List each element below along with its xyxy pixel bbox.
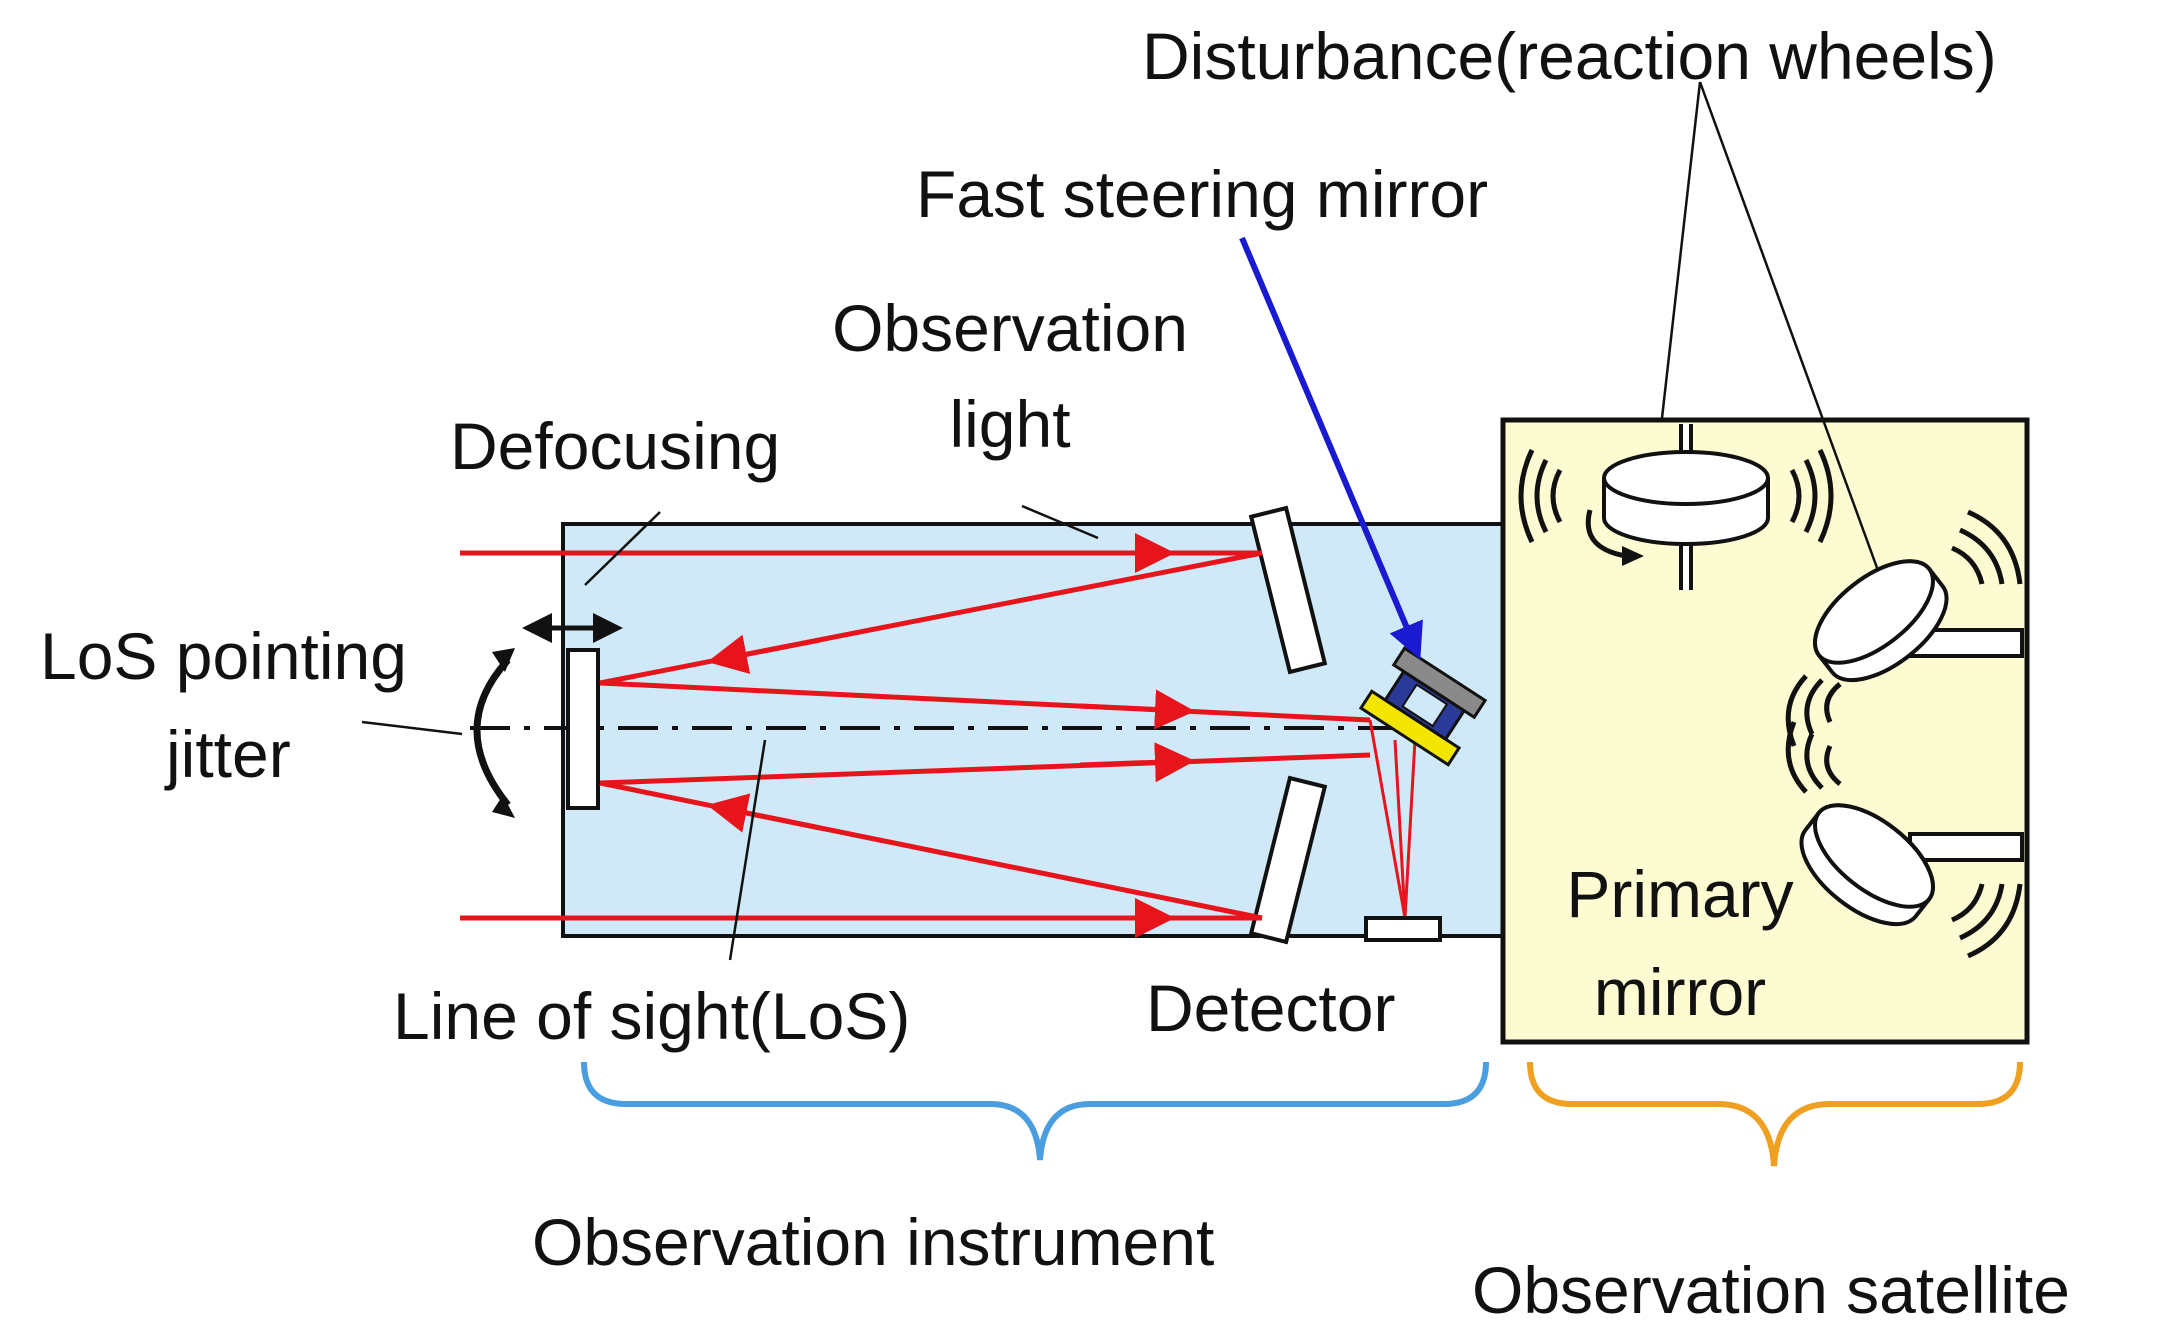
- label-observation-light-2: light: [949, 387, 1071, 461]
- label-primary-mirror-1: Primary: [1566, 857, 1794, 931]
- reaction-wheel-icon: [1585, 424, 1770, 590]
- reaction-wheel-icon: [1813, 559, 2024, 683]
- label-line-of-sight: Line of sight(LoS): [393, 979, 911, 1053]
- secondary-mirror: [566, 648, 600, 810]
- detector: [1364, 916, 1442, 942]
- satellite-brace: [1527, 1061, 2023, 1167]
- label-observation-satellite: Observation satellite: [1472, 1253, 2070, 1327]
- fsm-pointer-arrow: [1239, 236, 1423, 660]
- label-los-pointing-2: jitter: [166, 717, 291, 791]
- label-fast-steering-mirror: Fast steering mirror: [916, 157, 1489, 231]
- leader-lines: [361, 81, 1890, 961]
- label-observation-instrument: Observation instrument: [532, 1205, 1215, 1279]
- label-primary-mirror-2: mirror: [1593, 955, 1767, 1029]
- rotation-arrow-icon: [473, 648, 515, 818]
- label-los-pointing-1: LoS pointing: [40, 619, 407, 693]
- lower-mirror-icon: [1248, 775, 1328, 945]
- vibration-icon: [1518, 448, 1834, 544]
- light-rays: [460, 533, 1417, 938]
- reaction-wheel-icon: [1799, 803, 2024, 927]
- vibration-icon: [1785, 721, 2023, 959]
- instrument-brace: [581, 1061, 1489, 1161]
- label-detector: Detector: [1146, 971, 1396, 1045]
- label-defocusing: Defocusing: [450, 409, 781, 483]
- upper-mirror-icon: [1248, 505, 1328, 675]
- label-observation-light-1: Observation: [832, 291, 1188, 365]
- label-disturbance: Disturbance(reaction wheels): [1142, 19, 1997, 93]
